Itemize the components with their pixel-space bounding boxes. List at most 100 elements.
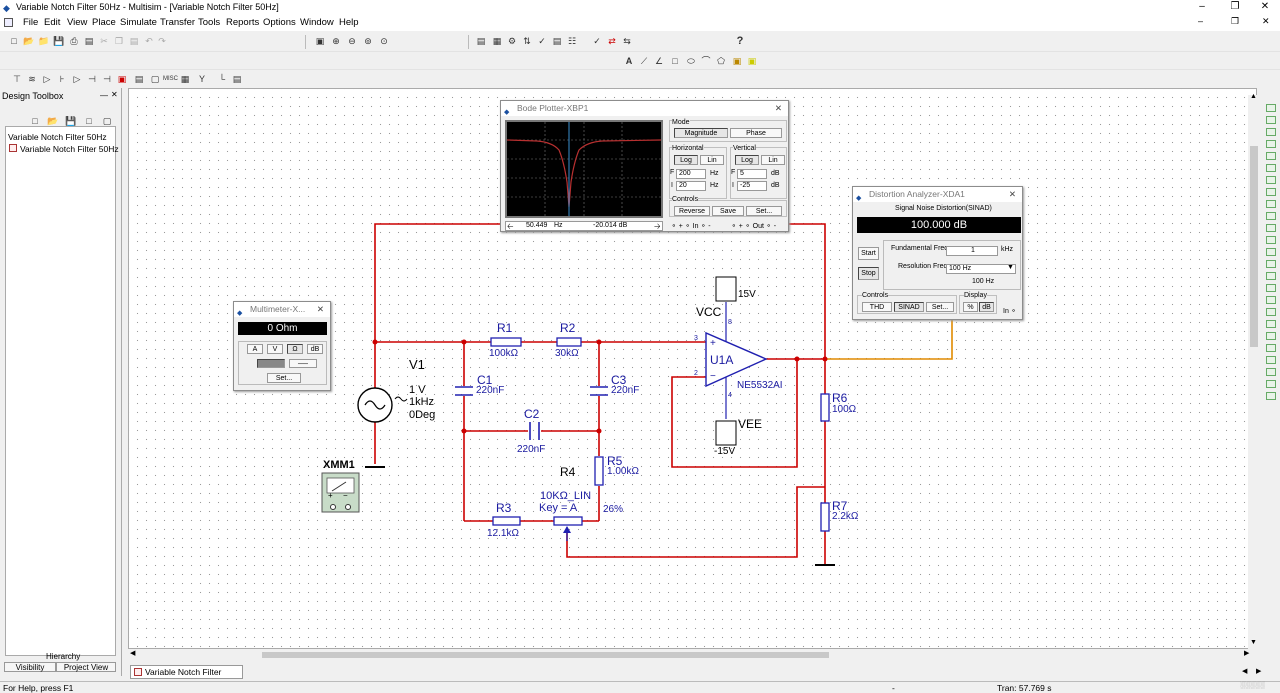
open-icon[interactable]: 📂: [23, 36, 35, 46]
multimeter-instrument-icon[interactable]: [1266, 104, 1276, 112]
mdi-minimize-button[interactable]: –: [1198, 16, 1204, 26]
basic-component-icon[interactable]: ≋: [28, 74, 36, 84]
ttl-component-icon[interactable]: ⊣: [88, 74, 96, 84]
instrument-extra-icon[interactable]: [1266, 380, 1276, 388]
probe-icon[interactable]: [1266, 368, 1276, 376]
db-display-button[interactable]: dB: [979, 302, 994, 312]
logic-converter-icon[interactable]: [1266, 200, 1276, 208]
document-tab[interactable]: Variable Notch Filter 50Hz: [130, 665, 243, 689]
tree-root[interactable]: Variable Notch Filter 50Hz: [8, 132, 107, 142]
thd-button[interactable]: THD: [862, 302, 892, 312]
mdi-close-button[interactable]: ✕: [1262, 16, 1270, 26]
vertical-scroll-thumb[interactable]: [1250, 146, 1258, 347]
hierarchy-tab[interactable]: Hierarchy: [46, 652, 81, 661]
r5-resistor[interactable]: [594, 456, 604, 486]
resize-grip-icon[interactable]: ░░░░░: [1240, 682, 1265, 689]
power-component-icon[interactable]: MISC: [163, 76, 178, 82]
close-toolbox-icon[interactable]: ✕: [111, 90, 118, 99]
menu-tools[interactable]: Tools: [198, 17, 221, 28]
menu-transfer[interactable]: Transfer: [160, 17, 196, 28]
ohmmeter-button[interactable]: Ω: [287, 344, 303, 354]
distortion-analyzer-window[interactable]: ◆ Distortion Analyzer-XDA1 ✕ Signal Nois…: [852, 186, 1023, 320]
r1-resistor[interactable]: [490, 337, 522, 347]
word-generator-icon[interactable]: [1266, 188, 1276, 196]
ammeter-button[interactable]: A: [247, 344, 263, 354]
maximize-button[interactable]: ❐: [1230, 1, 1240, 12]
rectangle-tool-icon[interactable]: □: [672, 56, 678, 66]
v1-source[interactable]: [357, 387, 408, 468]
measurement-probe-icon[interactable]: [1266, 356, 1276, 364]
database-icon[interactable]: ⚙: [507, 36, 517, 46]
percent-button[interactable]: %: [963, 302, 978, 312]
h-i-field[interactable]: 20: [676, 181, 706, 191]
r2-resistor[interactable]: [556, 337, 582, 347]
c3-capacitor[interactable]: [590, 386, 608, 396]
r6-resistor[interactable]: [820, 393, 830, 422]
resolution-dropdown-icon[interactable]: ▼: [1007, 264, 1014, 271]
bode-titlebar[interactable]: ◆ Bode Plotter-XBP1 ✕: [501, 101, 788, 116]
menu-place[interactable]: Place: [92, 17, 116, 28]
copy-icon[interactable]: ❐: [114, 36, 124, 46]
close-button[interactable]: ✕: [1260, 1, 1270, 12]
tree-item[interactable]: Variable Notch Filter 50Hz: [20, 144, 119, 154]
v-log-button[interactable]: Log: [735, 155, 759, 165]
paste-icon[interactable]: ▤: [129, 36, 139, 46]
start-button[interactable]: Start: [858, 247, 879, 260]
v-f-field[interactable]: 5: [737, 169, 767, 179]
resolution-freq-select[interactable]: 100 Hz: [946, 264, 1016, 274]
v-i-field[interactable]: -25: [737, 181, 767, 191]
menu-help[interactable]: Help: [339, 17, 359, 28]
horizontal-scrollbar[interactable]: ◀ ▶: [128, 649, 1257, 661]
rename-design-icon[interactable]: ▢: [102, 116, 112, 126]
phase-button[interactable]: Phase: [730, 128, 782, 138]
multimeter-set-button[interactable]: Set...: [267, 373, 301, 383]
cmos-component-icon[interactable]: ⊣: [103, 74, 111, 84]
indicator-component-icon[interactable]: ▢: [150, 74, 160, 84]
picture-tool-icon[interactable]: ▣: [732, 56, 742, 66]
analog-component-icon[interactable]: ▷: [73, 74, 81, 84]
antenna-component-icon[interactable]: Y: [198, 74, 205, 84]
text-tool-icon[interactable]: A: [625, 56, 633, 66]
back-annotate-icon[interactable]: ⇄: [608, 36, 616, 46]
project-view-tab[interactable]: Project View: [56, 662, 116, 672]
magnitude-button[interactable]: Magnitude: [674, 128, 728, 138]
tab-scroll-right-icon[interactable]: ▶: [1256, 668, 1262, 675]
ellipse-tool-icon[interactable]: ⬭: [687, 56, 695, 66]
zoom-out-icon[interactable]: ⊖: [348, 36, 356, 46]
print-preview-icon[interactable]: ▤: [84, 36, 94, 46]
redo-icon[interactable]: ↷: [158, 36, 166, 46]
scroll-down-arrow-icon[interactable]: ▼: [1250, 639, 1257, 646]
bode-set-button[interactable]: Set...: [746, 206, 782, 216]
r3-resistor[interactable]: [492, 516, 521, 526]
mdi-restore-button[interactable]: ❐: [1231, 16, 1240, 26]
menu-window[interactable]: Window: [300, 17, 334, 28]
save-icon[interactable]: 💾: [53, 36, 65, 46]
tektronix-scope-icon[interactable]: [1266, 308, 1276, 316]
horizontal-scroll-thumb[interactable]: [262, 652, 829, 658]
scroll-up-arrow-icon[interactable]: ▲: [1250, 93, 1257, 100]
bode-save-button[interactable]: Save: [712, 206, 744, 216]
v-lin-button[interactable]: Lin: [761, 155, 785, 165]
misc-digital-icon[interactable]: ▣: [117, 74, 127, 84]
c2-capacitor[interactable]: [529, 422, 540, 440]
menu-view[interactable]: View: [67, 17, 88, 28]
xmm1-multimeter-symbol[interactable]: [321, 472, 360, 513]
dc-mode-button[interactable]: ──: [289, 359, 317, 368]
spectrum-analyzer-icon[interactable]: [1266, 248, 1276, 256]
visibility-tab[interactable]: Visibility: [4, 662, 56, 672]
place-hier-icon[interactable]: └: [218, 74, 226, 84]
vcc-supply[interactable]: [715, 276, 737, 302]
zoom-in-icon[interactable]: ⊕: [332, 36, 340, 46]
r4-potentiometer[interactable]: [553, 516, 583, 541]
voltmeter-button[interactable]: V: [267, 344, 283, 354]
h-log-button[interactable]: Log: [674, 155, 698, 165]
mixed-component-icon[interactable]: ▤: [134, 74, 144, 84]
cursor-left-arrow[interactable]: 🡠: [507, 222, 514, 231]
open-design-icon[interactable]: 📂: [47, 116, 59, 126]
distortion-set-button[interactable]: Set...: [926, 302, 954, 312]
wattmeter-icon[interactable]: [1266, 128, 1276, 136]
menu-reports[interactable]: Reports: [226, 17, 260, 28]
hierarchy-icon[interactable]: ▤: [476, 36, 486, 46]
zoom-area-icon[interactable]: ⊚: [364, 36, 372, 46]
cut-icon[interactable]: ✂: [100, 36, 108, 46]
